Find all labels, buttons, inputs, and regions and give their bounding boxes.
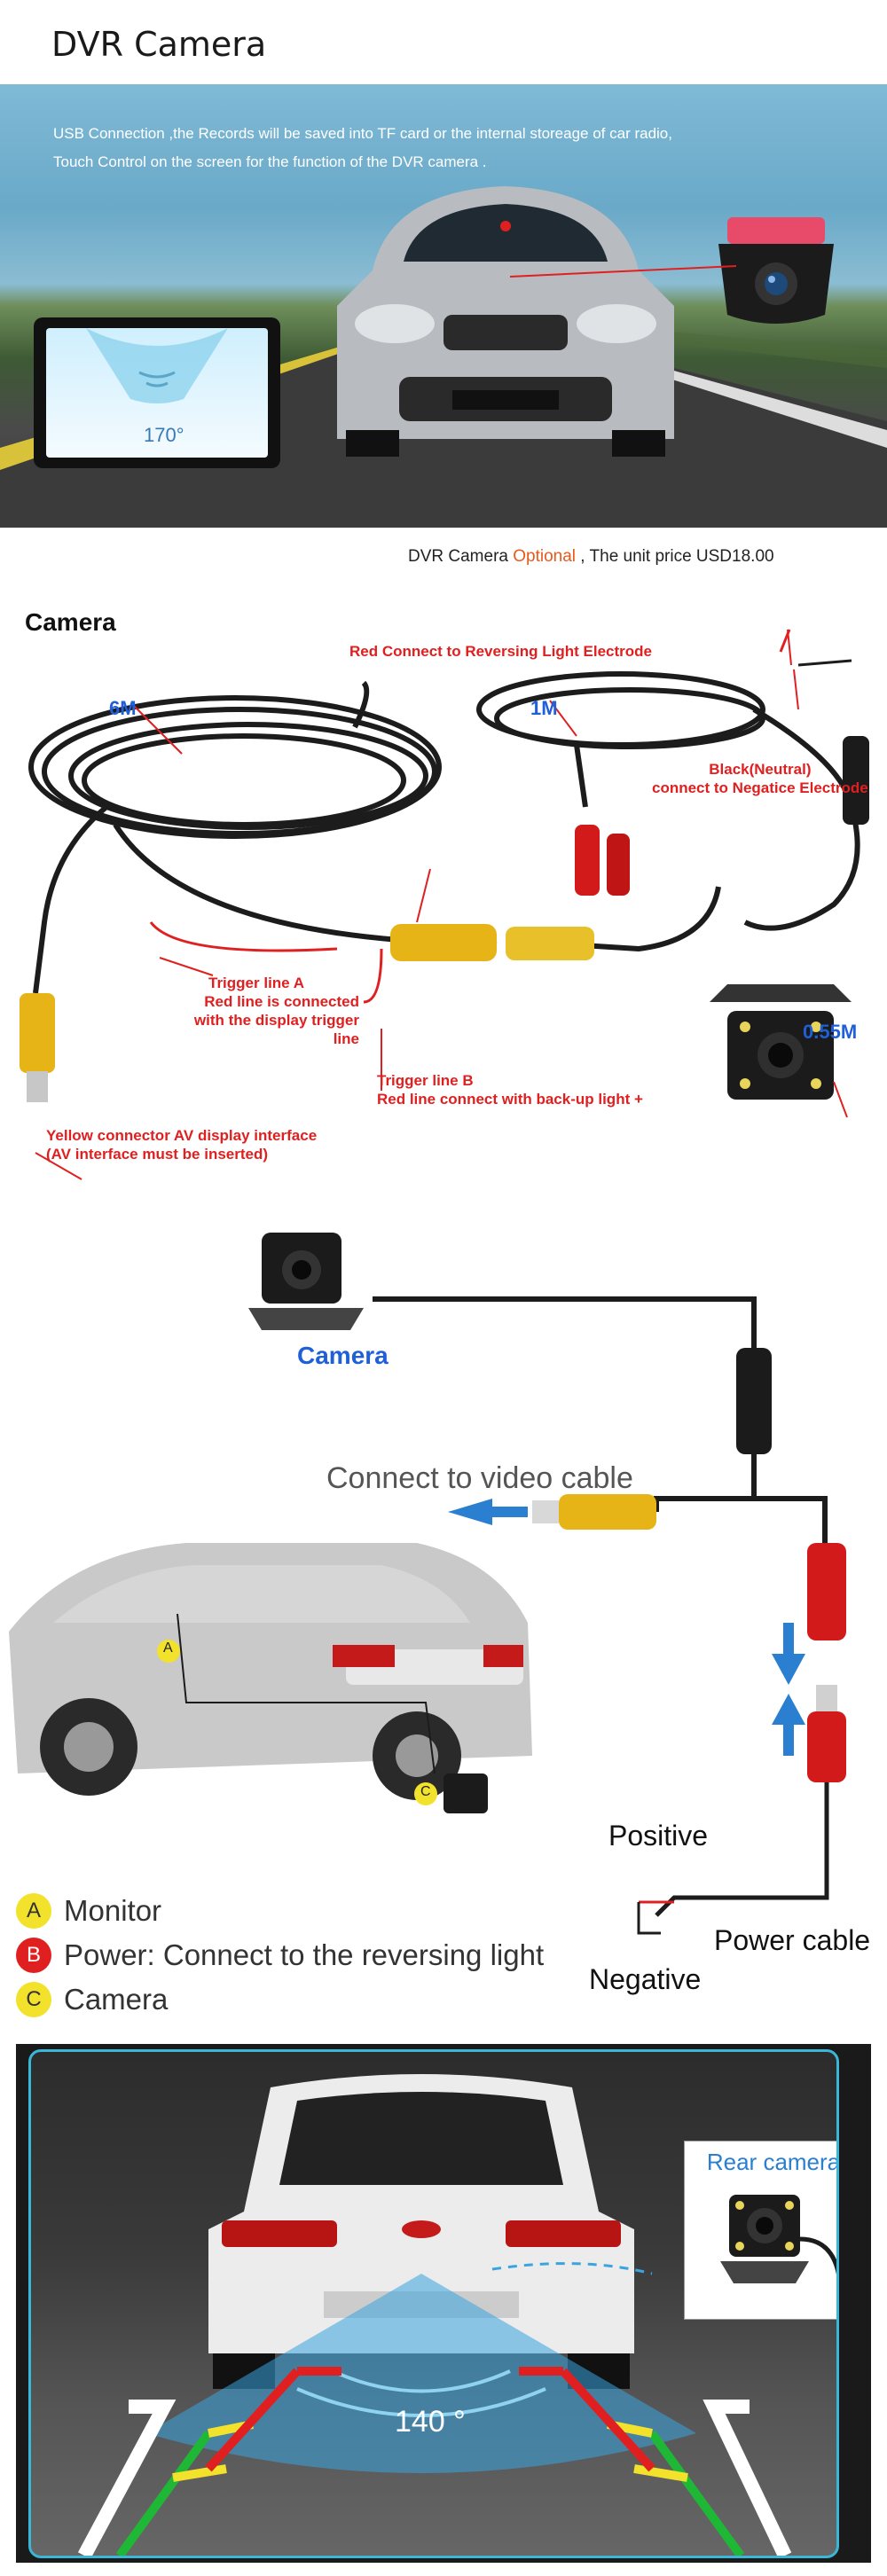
dvr-banner: USB Connection ,the Records will be save… — [0, 84, 887, 528]
monitor-angle: 170° — [144, 424, 184, 446]
legend-badge-a: A — [16, 1893, 51, 1929]
rear-camera-title: Rear camera — [706, 2149, 839, 2175]
trigger-a-line1: Trigger line A — [208, 975, 305, 991]
black-neutral-label: Black(Neutral) connect to Negatice Elect… — [652, 760, 868, 797]
dvr-desc-line2: Touch Control on the screen for the func… — [53, 153, 487, 170]
black-neutral-line2: connect to Negatice Electrode — [652, 779, 868, 796]
wiring-diagram — [20, 629, 869, 1180]
trigger-a-line3: with the display trigger line — [193, 1012, 359, 1047]
caption-price: , The unit price USD18.00 — [576, 547, 774, 566]
rear-camera-inset: Rear camera — [684, 2141, 839, 2320]
rear-camera-screen: 140 ° Rear camera — [28, 2049, 839, 2558]
legend-badge-c: C — [16, 1982, 51, 2017]
rear-view-illustration — [77, 2074, 792, 2556]
camera-wiring-title: Camera — [25, 608, 116, 636]
rear-view-angle: 140 ° — [395, 2405, 466, 2439]
caption-text: DVR Camera — [408, 547, 514, 566]
legend-text-power: Power: Connect to the reversing light — [64, 1938, 545, 1971]
dvr-description: USB Connection ,the Records will be save… — [53, 120, 672, 176]
length-1m: 1M — [530, 697, 558, 719]
length-6m: 6M — [109, 697, 137, 719]
legend-text-monitor: Monitor — [64, 1894, 162, 1927]
trigger-a-line2: Red line is connected — [204, 993, 359, 1010]
red-connect-label: Red Connect to Reversing Light Electrode — [349, 643, 652, 660]
car-marker-c: C — [420, 1784, 431, 1799]
positive-label: Positive — [608, 1820, 709, 1852]
legend-item-monitor: A Monitor — [16, 1889, 544, 1933]
trigger-b-line2: Red line connect with back-up light + — [377, 1091, 643, 1108]
view-angle-fan — [86, 328, 228, 403]
rear-camera-panel: 140 ° Rear camera — [16, 2044, 871, 2563]
install-camera-label: Camera — [297, 1342, 389, 1369]
trigger-a-label: Trigger line A Red line is connected wit… — [182, 974, 359, 1048]
monitor-image: 170° — [34, 317, 280, 468]
install-legend: A Monitor B Power: Connect to the revers… — [16, 1889, 544, 2022]
yellow-line2: (AV interface must be inserted) — [46, 1146, 269, 1163]
dvr-desc-line1: USB Connection ,the Records will be save… — [53, 125, 672, 142]
monitor-screen: 170° — [46, 328, 268, 458]
dvr-camera-image — [718, 217, 834, 324]
trigger-b-line1: Trigger line B — [377, 1072, 474, 1089]
black-neutral-line1: Black(Neutral) — [709, 761, 812, 778]
dvr-pointer-line — [509, 265, 737, 278]
caption-optional: Optional — [513, 547, 577, 566]
car-front-image — [337, 186, 674, 457]
rear-camera-icon — [720, 2195, 836, 2283]
legend-badge-b: B — [16, 1938, 51, 1973]
power-cable-label: Power cable — [714, 1924, 871, 1956]
dvr-caption: DVR Camera Optional , The unit price USD… — [408, 547, 774, 567]
yellow-line1: Yellow connector AV display interface — [46, 1127, 318, 1144]
trigger-b-label: Trigger line B Red line connect with bac… — [377, 1071, 643, 1108]
yellow-connector-label: Yellow connector AV display interface (A… — [46, 1126, 317, 1163]
legend-item-camera: C Camera — [16, 1977, 544, 2022]
negative-label: Negative — [589, 1963, 702, 1995]
legend-text-camera: Camera — [64, 1983, 169, 2016]
connect-video-label: Connect to video cable — [326, 1461, 633, 1495]
legend-item-power: B Power: Connect to the reversing light — [16, 1933, 544, 1977]
length-055m: 0.55M — [803, 1021, 858, 1043]
dvr-title: DVR Camera — [51, 25, 267, 64]
install-diagram — [9, 1233, 846, 1935]
car-marker-a: A — [163, 1640, 173, 1656]
